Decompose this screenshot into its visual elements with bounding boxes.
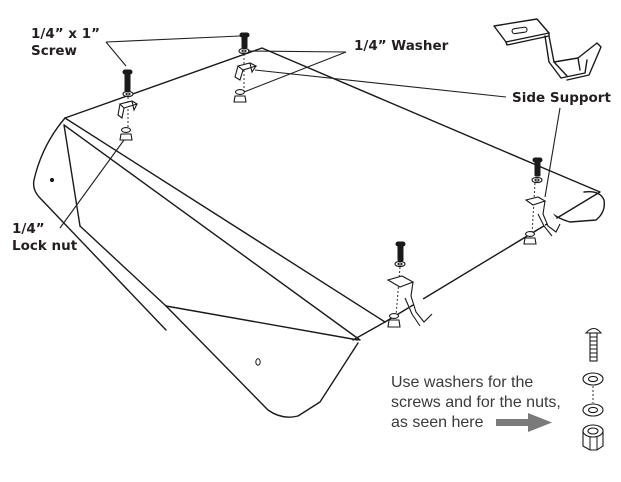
leader-lines [59, 35, 561, 229]
panel-lower-flap [79, 225, 359, 418]
note-line-2: screws and for the nuts, [391, 394, 561, 411]
lock-nut-label-size: 1/4” [12, 221, 45, 237]
leader-side-support-right [544, 107, 561, 198]
side-support-label: Side Support [512, 90, 611, 106]
hex-nut-icon [582, 424, 604, 451]
washer-icon [582, 372, 604, 386]
screw-icon [584, 327, 603, 362]
panel-top-surface [64, 47, 601, 341]
leader-side-support-back [254, 69, 507, 98]
washer-icon [388, 313, 400, 319]
hardware-set-left [117, 69, 139, 141]
lock-nut-icon [119, 133, 133, 141]
washer-instruction-note: Use washers for the screws and for the n… [391, 373, 561, 433]
screw-icon [239, 32, 250, 49]
screw-label-name: Screw [31, 43, 78, 59]
panel [32, 47, 606, 418]
screw-icon [532, 157, 543, 177]
panel-left-fold [63, 124, 81, 227]
hardware-set-right [523, 157, 561, 245]
lock-nut-icon [233, 95, 247, 103]
leader-screw-back [105, 35, 241, 43]
screw-label-size: 1/4” x 1” [31, 26, 100, 42]
side-support-bracket [524, 196, 561, 237]
hardware-stack-detail [582, 327, 604, 451]
panel-left-end [32, 117, 167, 331]
hardware-set-back [233, 32, 258, 103]
leader-lock-nut [59, 139, 125, 229]
washer-icon [234, 89, 246, 95]
washer-icon [120, 127, 132, 133]
screw-icon [122, 69, 133, 93]
screw-label: 1/4” x 1” Screw [31, 26, 100, 60]
washer-icon [524, 231, 536, 237]
leader-washer-bottom [243, 51, 347, 93]
note-line-3: as seen here [391, 414, 484, 431]
washer-label: 1/4” Washer [354, 38, 449, 54]
screw-icon [395, 241, 406, 262]
lock-nut-label-name: Lock nut [12, 238, 78, 254]
note-line-1: Use washers for the [391, 374, 534, 391]
washer-icon [582, 403, 604, 417]
side-support-bracket [386, 275, 433, 327]
lock-nut-label: 1/4” Lock nut [12, 221, 77, 255]
side-support-bracket [234, 62, 258, 81]
panel-front-edge [64, 117, 386, 323]
panel-lower-diagonal [165, 305, 359, 341]
lock-nut-icon [387, 319, 401, 328]
panel-fold-line [63, 124, 361, 341]
hardware-set-front [386, 241, 433, 328]
leader-washer-top [247, 50, 347, 53]
right-arrow-icon [496, 413, 552, 432]
lock-nut-icon [523, 237, 537, 245]
panel-hole-bottom [255, 358, 261, 366]
panel-hole-left [49, 177, 55, 183]
side-support-bracket [117, 100, 139, 119]
side-support-detail-icon [493, 18, 602, 81]
panel-right-fin [547, 190, 606, 223]
leader-screw-left [105, 41, 127, 67]
